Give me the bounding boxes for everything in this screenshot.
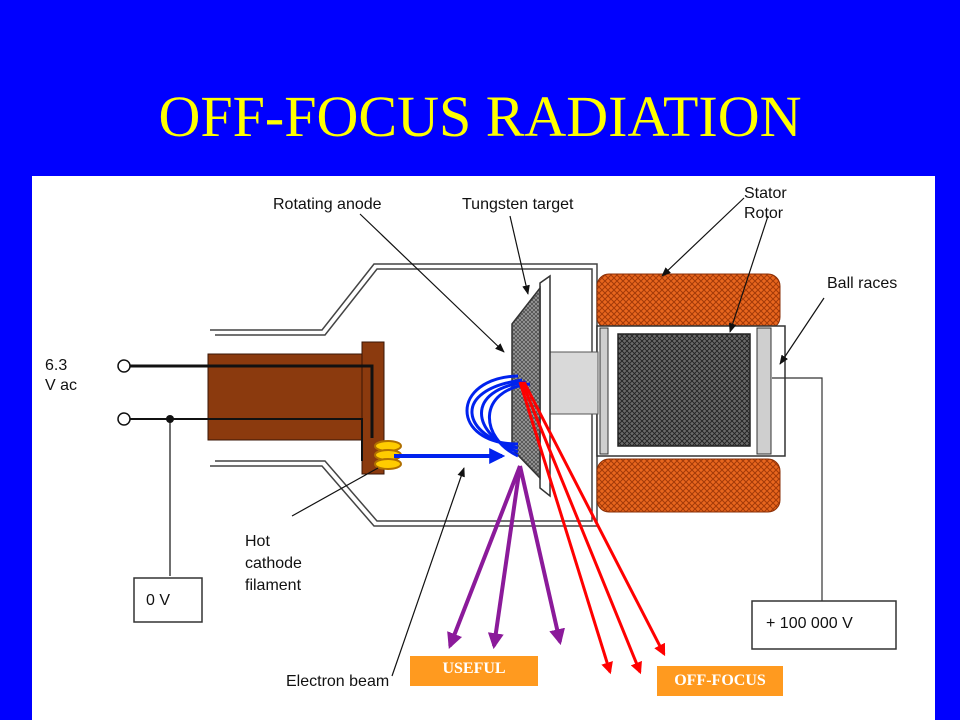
- xray-tube-diagram: Rotating anode Tungsten target Stator Ro…: [32, 176, 935, 720]
- label-ball-races: Ball races: [827, 275, 898, 292]
- terminal-lower: [117, 412, 131, 426]
- label-voltage-ac-value: 6.3: [45, 357, 68, 374]
- anode-stem: [549, 351, 599, 415]
- anode-supply-wire: [772, 377, 823, 601]
- label-rotor: Rotor: [744, 205, 784, 222]
- high-voltage-box: [751, 600, 897, 650]
- off-focus-ray-2: [520, 381, 642, 675]
- leader-tungsten-target: [509, 215, 530, 295]
- label-electron-beam: Electron beam: [286, 673, 390, 690]
- label-hot: Hot: [245, 533, 270, 550]
- zero-volt-box: [133, 577, 203, 623]
- leader-rotor: [729, 215, 769, 333]
- cathode-cup: [207, 353, 379, 441]
- leader-hot-filament: [291, 467, 379, 517]
- off-focus-ray-3: [522, 381, 666, 657]
- label-zero-volt: 0 V: [146, 592, 171, 609]
- stator-coil-top: [596, 273, 781, 330]
- off-focus-ray-1: [518, 381, 613, 675]
- useful-tag: USEFUL: [410, 656, 538, 686]
- label-tungsten-target: Tungsten target: [462, 196, 574, 213]
- filament-wire-upper: [130, 364, 374, 438]
- label-stator: Stator: [744, 185, 787, 202]
- leader-rotating-anode: [359, 213, 505, 353]
- leader-electron-beam: [391, 467, 465, 677]
- label-high-voltage: + 100 000 V: [766, 615, 853, 632]
- useful-ray-2: [487, 465, 522, 650]
- rotor-body: [617, 333, 751, 447]
- scatter-loop-4: [487, 382, 531, 458]
- stator-coil-bottom: [596, 458, 781, 513]
- filament-wire-lower: [130, 418, 363, 461]
- label-cathode: cathode: [245, 555, 302, 572]
- label-filament: filament: [245, 577, 302, 594]
- label-rotating-anode: Rotating anode: [273, 196, 382, 213]
- useful-ray-1: [447, 465, 522, 649]
- off-focus-tag: OFF-FOCUS: [657, 666, 783, 696]
- useful-ray-3: [518, 465, 565, 646]
- terminal-upper: [117, 359, 131, 373]
- slide-title: OFF-FOCUS RADIATION: [158, 84, 802, 149]
- hot-filament-coil: [374, 440, 402, 470]
- label-voltage-ac-unit: V ac: [45, 377, 78, 394]
- leader-ball-races: [779, 297, 825, 365]
- xray-tube-drawing: [117, 197, 897, 677]
- leader-stator: [661, 197, 745, 277]
